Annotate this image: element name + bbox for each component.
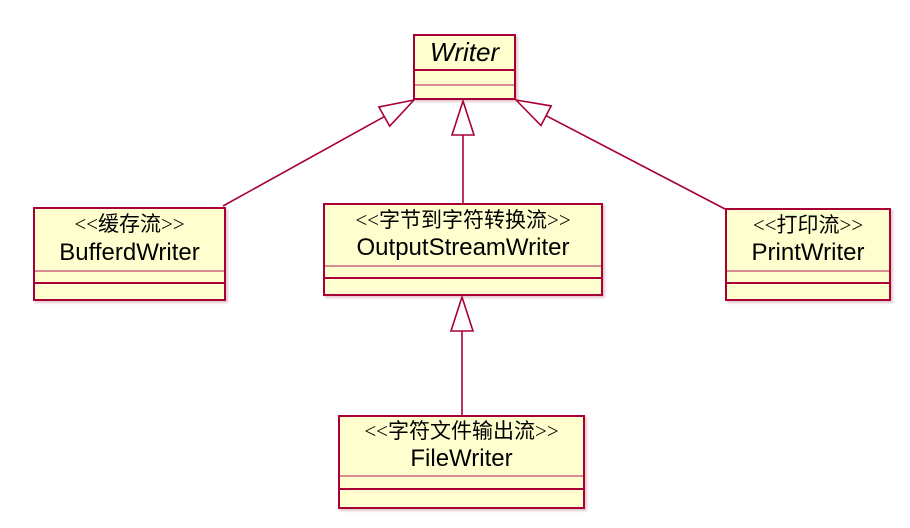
hollow-triangle-arrowhead — [513, 98, 553, 127]
class-box-bufferdwriter: <<缓存流>> BufferdWriter — [33, 207, 226, 301]
class-title-compartment: Writer — [415, 36, 514, 69]
class-name: Writer — [429, 36, 500, 67]
class-stereotype: <<打印流>> — [752, 212, 864, 237]
attributes-compartment-empty — [727, 270, 889, 282]
generalization-edge-filewriter-to-outputstreamwriter — [449, 294, 475, 415]
class-box-writer: Writer — [413, 34, 516, 100]
hollow-triangle-arrowhead — [449, 294, 475, 332]
attributes-compartment-empty — [340, 475, 583, 488]
operations-compartment-empty — [415, 84, 514, 98]
operations-compartment-empty — [325, 277, 601, 294]
class-stereotype: <<字符文件输出流>> — [364, 418, 559, 443]
attributes-compartment-empty — [325, 265, 601, 277]
class-box-outputstreamwriter: <<字节到字符转换流>> OutputStreamWriter — [323, 203, 603, 296]
hollow-triangle-arrowhead — [450, 98, 476, 136]
class-name: FileWriter — [410, 445, 513, 473]
generalization-edge-bufferdwriter-to-writer — [222, 98, 417, 207]
generalization-edge-printwriter-to-writer — [513, 98, 726, 210]
class-stereotype: <<缓存流>> — [74, 212, 185, 237]
class-stereotype: <<字节到字符转换流>> — [355, 207, 571, 232]
generalization-edge-outputstreamwriter-to-writer — [450, 98, 476, 203]
class-name: OutputStreamWriter — [356, 234, 570, 262]
class-name: BufferdWriter — [59, 238, 200, 266]
hollow-triangle-arrowhead — [377, 98, 417, 128]
class-box-printwriter: <<打印流>> PrintWriter — [725, 208, 891, 301]
class-title-compartment: <<字符文件输出流>> FileWriter — [340, 417, 583, 475]
operations-compartment-empty — [727, 282, 889, 299]
class-box-filewriter: <<字符文件输出流>> FileWriter — [338, 415, 585, 509]
class-name: PrintWriter — [751, 239, 865, 267]
class-title-compartment: <<字节到字符转换流>> OutputStreamWriter — [325, 205, 601, 265]
class-title-compartment: <<打印流>> PrintWriter — [727, 210, 889, 270]
class-title-compartment: <<缓存流>> BufferdWriter — [35, 209, 224, 270]
operations-compartment-empty — [35, 282, 224, 299]
attributes-compartment-empty — [35, 270, 224, 282]
operations-compartment-empty — [340, 488, 583, 507]
attributes-compartment-empty — [415, 69, 514, 84]
